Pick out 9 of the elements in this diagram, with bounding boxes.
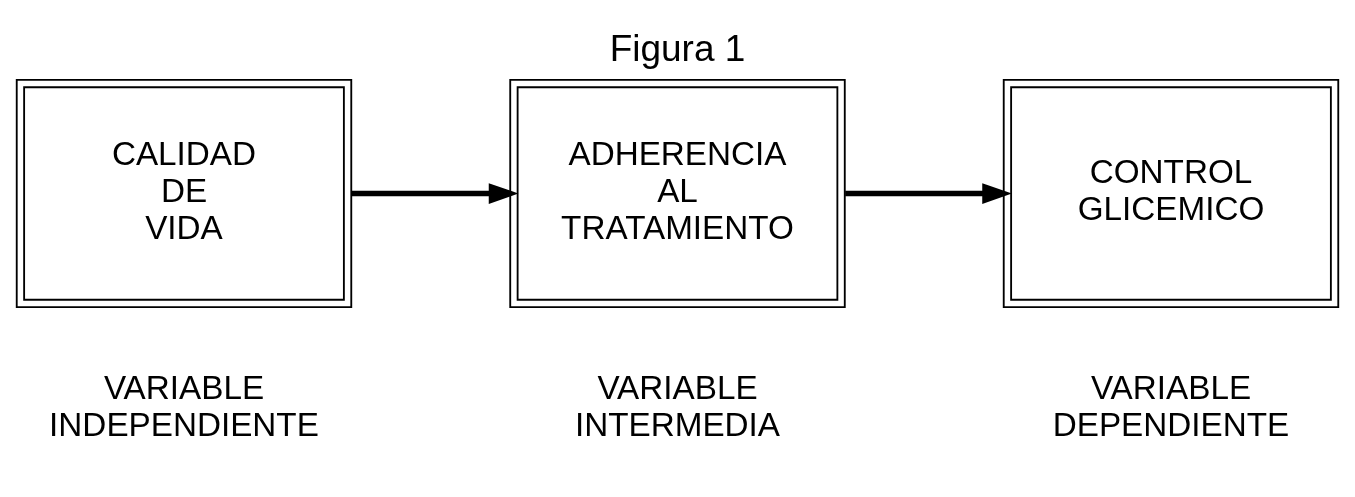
node-label: VARIABLE INTERMEDIA [574,369,781,444]
arrow [845,183,1012,204]
node-box: CALIDAD DE VIDA [15,78,353,309]
node-box: CONTROL GLICEMICO [1002,78,1340,309]
node-box: ADHERENCIA AL TRATAMIENTO [509,78,846,309]
diagram-title: Figura 1 [609,28,746,70]
node-label: VARIABLE DEPENDIENTE [1052,369,1290,444]
arrow [351,183,519,204]
node-label: VARIABLE INDEPENDIENTE [49,369,319,444]
